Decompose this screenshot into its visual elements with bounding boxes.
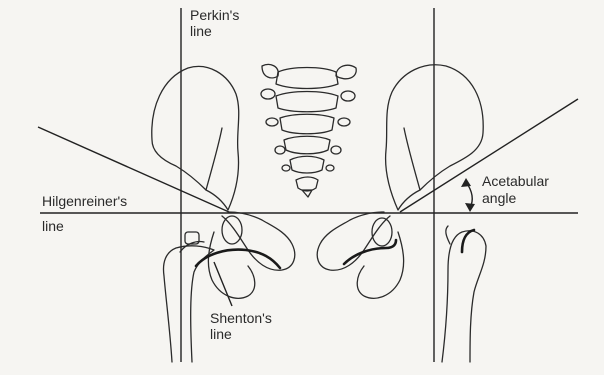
shentons-label: Shenton's xyxy=(210,310,272,326)
left-ilium xyxy=(152,66,239,210)
acetabular-label-angle: angle xyxy=(482,190,516,206)
right-pubis xyxy=(317,212,390,270)
perkins-label-line: line xyxy=(190,23,212,39)
right-femur xyxy=(442,231,486,362)
right-femur-medial-arc xyxy=(462,230,474,252)
left-obturator xyxy=(222,216,242,244)
left-femur xyxy=(164,246,215,362)
perkins-label: Perkin's xyxy=(190,7,239,23)
acetabular-label: Acetabular xyxy=(482,173,549,189)
right-femoral-neck xyxy=(446,226,450,244)
left-ilium-inner-line xyxy=(206,128,222,190)
shentons-label-line: line xyxy=(210,326,232,342)
right-ilium-inner-line xyxy=(404,128,420,190)
shentons-pointer xyxy=(214,262,232,306)
right-obturator xyxy=(372,218,392,246)
sacrum xyxy=(261,64,356,197)
acetabular-arrow-bottom xyxy=(465,203,475,212)
hilgenreiner-label-line: line xyxy=(42,218,64,234)
acetabular-arrow-top xyxy=(461,178,471,187)
left-pubis xyxy=(222,212,295,270)
hilgenreiner-label: Hilgenreiner's xyxy=(42,193,127,209)
